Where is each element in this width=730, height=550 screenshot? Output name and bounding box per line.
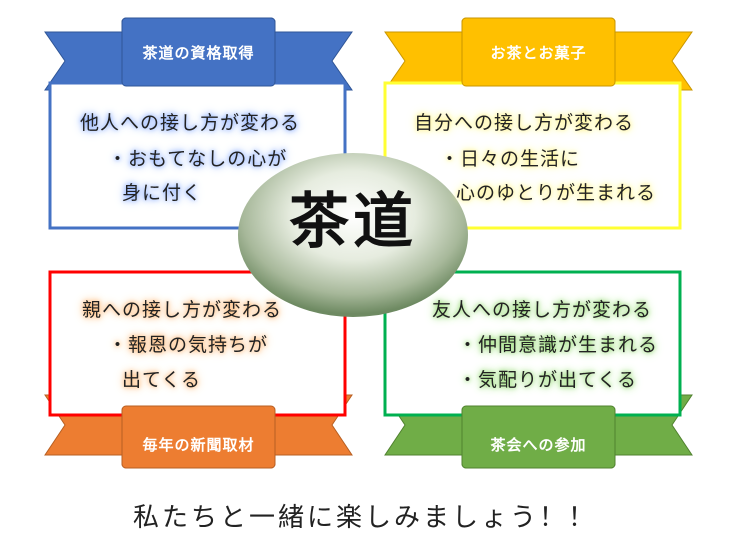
- top-left-line-1: 他人への接し方が変わる: [80, 112, 301, 134]
- footer-message: 私たちと一緒に楽しみましょう！！: [132, 503, 597, 533]
- box-bottom-right: [383, 270, 682, 417]
- center-ellipse: [238, 153, 468, 317]
- bottom-left-line-1: 親への接し方が変わる: [82, 299, 283, 321]
- ribbon-label-bottom-right: 茶会への参加: [490, 436, 587, 454]
- bottom-right-line-1: 友人への接し方が変わる: [432, 299, 653, 321]
- top-left-line-3: 身に付く: [122, 182, 203, 204]
- bottom-right-line-3: ・気配りが出てくる: [458, 369, 638, 391]
- top-right-line-3: 心のゆとりが生まれる: [456, 182, 657, 204]
- top-left-line-2: ・おもてなしの心が: [108, 148, 288, 170]
- ribbon-label-top-right: お茶とお菓子: [490, 44, 587, 62]
- top-right-line-1: 自分への接し方が変わる: [414, 112, 635, 134]
- center-title: 茶道: [289, 187, 417, 257]
- ribbon-label-bottom-left: 毎年の新聞取材: [142, 436, 255, 454]
- bottom-left-line-3: 出てくる: [122, 369, 202, 391]
- top-right-line-2: ・日々の生活に: [440, 148, 581, 170]
- ribbon-label-top-left: 茶道の資格取得: [142, 44, 255, 62]
- bottom-right-line-2: ・仲間意識が生まれる: [458, 334, 659, 356]
- bottom-left-line-2: ・報恩の気持ちが: [108, 334, 269, 356]
